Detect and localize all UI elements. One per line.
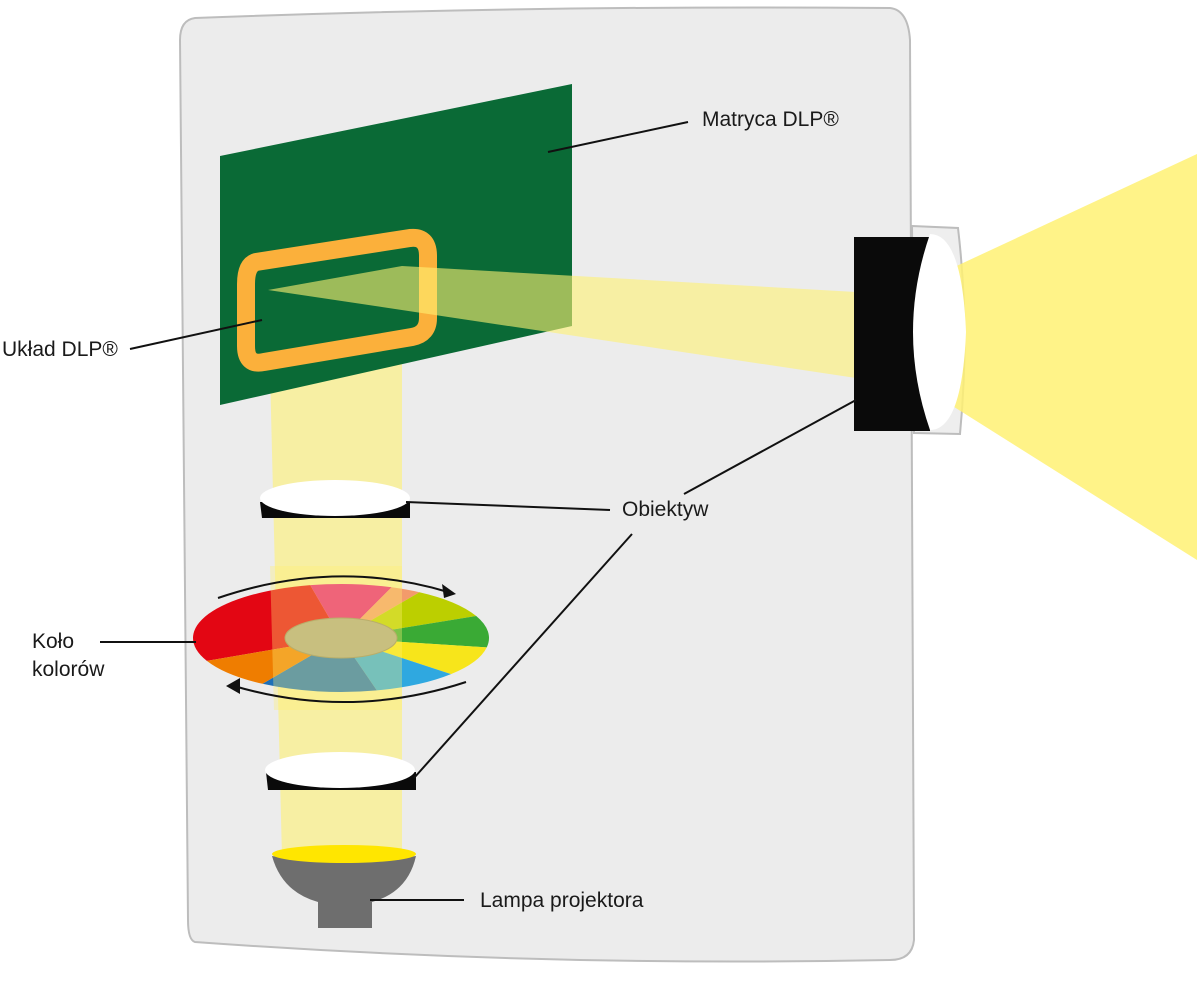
lower-optic-lens-glass (265, 752, 415, 788)
rotation-arrow-bottom (233, 681, 467, 703)
wheel-segment-magenta (310, 584, 392, 638)
dlp-chip-frame (237, 228, 437, 372)
rotation-arrow-top-head (442, 584, 456, 598)
wheel-hub (284, 617, 398, 659)
rotation-arrow-top (217, 575, 449, 599)
label-dlp-chip: Układ DLP® (2, 338, 118, 361)
lamp-glow (272, 845, 416, 863)
projector-lamp (272, 856, 416, 928)
leader-line-chip (129, 319, 263, 350)
rotation-arrow-bottom-head (226, 678, 240, 694)
reflected-light-beam (268, 266, 856, 378)
projection-lens-glass (913, 234, 966, 430)
label-dlp-matrix: Matryca DLP® (702, 108, 839, 131)
upper-optic-lens-glass (260, 480, 410, 516)
label-lens: Obiektyw (622, 498, 709, 521)
label-color-wheel-line2: kolorów (32, 658, 105, 681)
color-wheel (193, 566, 489, 710)
projected-light-beam (905, 154, 1197, 560)
vertical-light-beam (268, 266, 402, 858)
label-color-wheel-line1: Koło (32, 630, 75, 653)
leader-line-lens-lower (413, 533, 633, 779)
leader-line-matrix (547, 121, 689, 153)
label-lamp: Lampa projektora (480, 889, 644, 912)
leader-line-lens-projection (683, 399, 857, 495)
leader-line-lens-upper (405, 501, 611, 511)
